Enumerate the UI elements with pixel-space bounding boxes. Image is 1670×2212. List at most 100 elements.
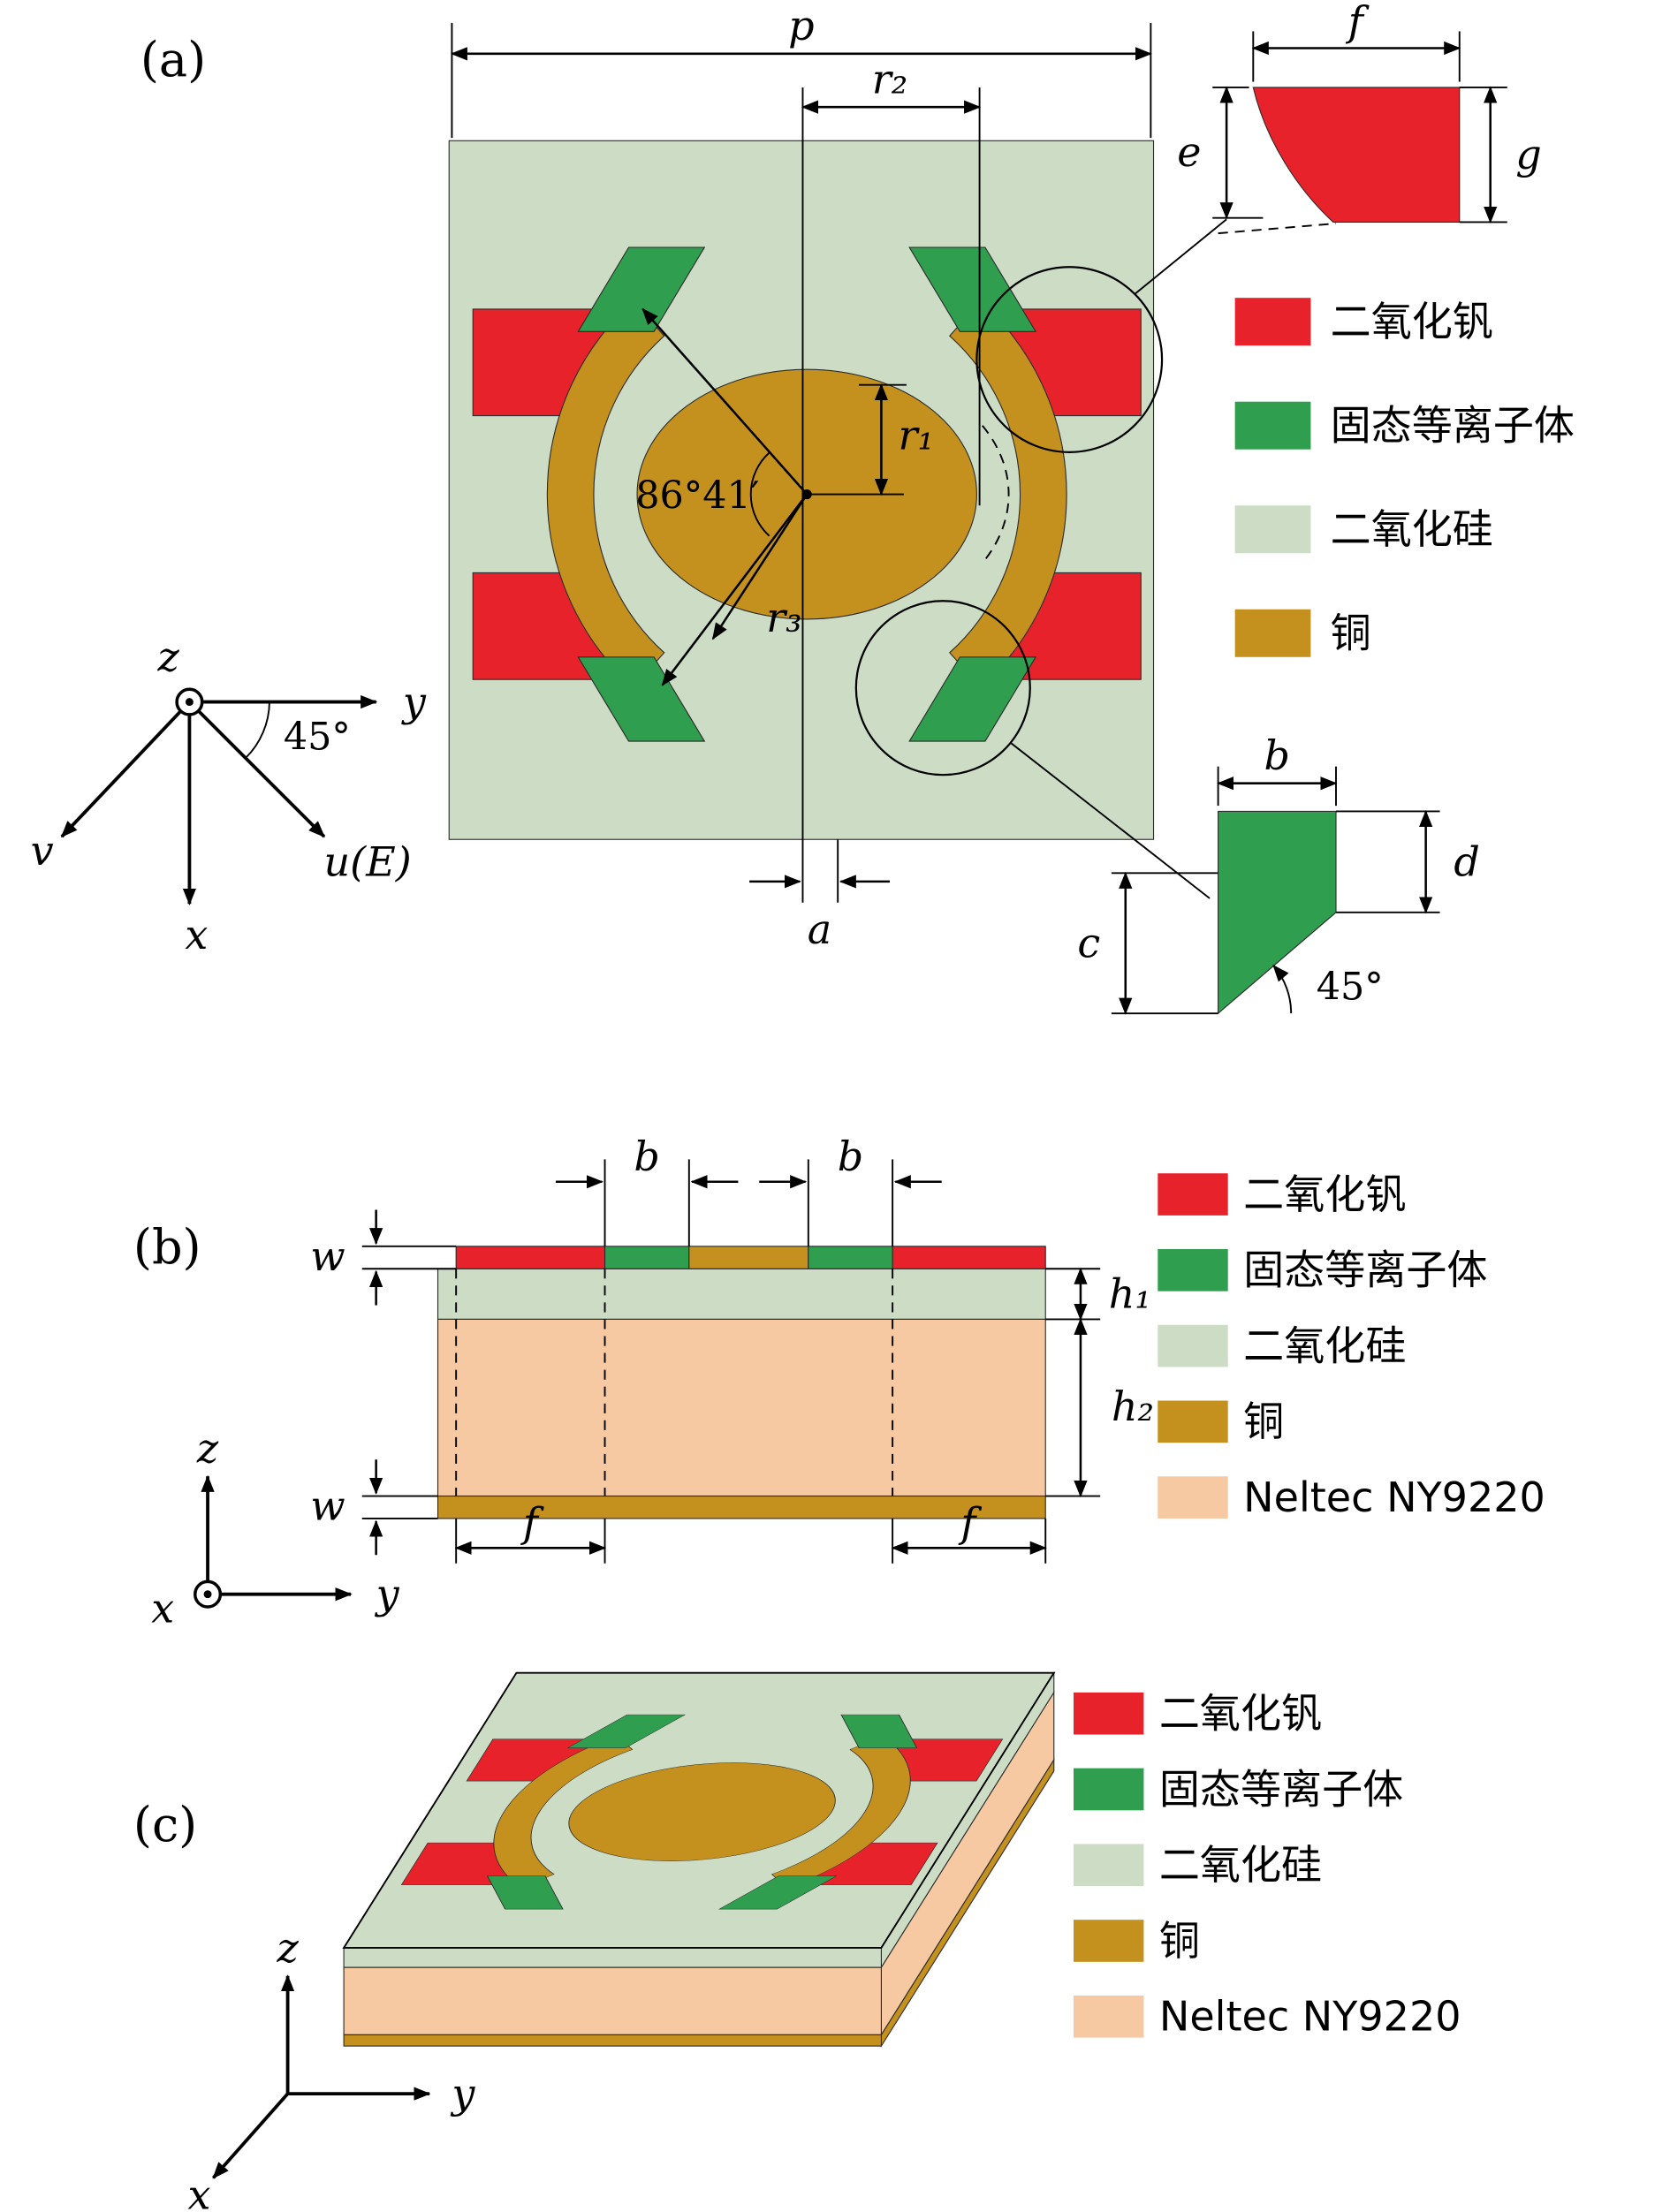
- legend-swatch-cu: [1234, 609, 1311, 657]
- legend-label-cu: 铜: [1159, 1917, 1200, 1965]
- legend-label-cu: 铜: [1331, 610, 1371, 657]
- legend-item-neltec: Neltec NY9220: [1158, 1473, 1545, 1521]
- dim-a-label: a: [808, 905, 831, 953]
- dim-angle-center: 86°41′: [635, 307, 812, 686]
- dim-b-left: b: [555, 1133, 739, 1246]
- legend-item-vo2: 二氧化钒: [1074, 1690, 1322, 1738]
- callout-leader-vo2: [1135, 218, 1227, 295]
- dim-e-label: e: [1177, 128, 1201, 176]
- radius-line-upper: [641, 307, 808, 496]
- legend-swatch-plasma: [1158, 1249, 1228, 1292]
- axis-y-label: y: [375, 1571, 400, 1618]
- legend-item-neltec: Neltec NY9220: [1074, 1993, 1461, 2041]
- axis-angle-label: 45°: [284, 716, 351, 760]
- legend-item-plasma: 固态等离子体: [1158, 1246, 1487, 1294]
- legend-item-vo2: 二氧化钒: [1234, 298, 1493, 346]
- legend-swatch-vo2: [1234, 298, 1311, 346]
- legend-label-sio2: 二氧化硅: [1331, 505, 1493, 553]
- angle-45-label: 45°: [1317, 965, 1384, 1009]
- panel-c: (c) z y x 二氧化钒 固态等离子体 二氧化硅 铜: [133, 1670, 1461, 2212]
- callout-circle-vo2: [975, 266, 1164, 453]
- dim-p: p: [450, 2, 1152, 139]
- legend-swatch-plasma: [1234, 401, 1311, 450]
- legend-label-neltec: Neltec NY9220: [1159, 1993, 1461, 2041]
- legend-item-cu: 铜: [1158, 1398, 1284, 1445]
- legend-a: 二氧化钒 固态等离子体 二氧化硅 铜: [1234, 298, 1575, 657]
- axis-z-label: z: [156, 633, 179, 681]
- axes-a: z y 45° v u(E) x: [31, 633, 427, 958]
- dim-p-label: p: [788, 2, 814, 49]
- dim-line: [711, 493, 808, 640]
- copper-strip-center: [688, 1246, 809, 1269]
- axis-angle-arc: [245, 701, 270, 759]
- legend-item-vo2: 二氧化钒: [1158, 1170, 1406, 1218]
- legend-label-sio2: 二氧化硅: [1243, 1322, 1406, 1369]
- dim-r3: r₃: [711, 493, 808, 641]
- legend-item-sio2: 二氧化硅: [1158, 1322, 1406, 1369]
- legend-c: 二氧化钒 固态等离子体 二氧化硅 铜 Neltec NY9220: [1074, 1690, 1461, 2041]
- angle-arc: [749, 451, 770, 537]
- dim-g-label: g: [1515, 131, 1541, 178]
- copper-ground-layer: [436, 1495, 1046, 1519]
- legend-item-cu: 铜: [1074, 1917, 1200, 1965]
- legend-item-sio2: 二氧化硅: [1074, 1841, 1322, 1889]
- x-axis-dot: [203, 1590, 212, 1599]
- axis-x-label: x: [185, 911, 208, 958]
- legend-label-plasma: 固态等离子体: [1159, 1765, 1403, 1813]
- plasma-strip-right: [808, 1246, 893, 1269]
- dim-b-right-label: b: [838, 1133, 863, 1180]
- dim-c-label: c: [1077, 920, 1100, 967]
- legend-swatch-neltec: [1158, 1476, 1228, 1519]
- legend-label-cu: 铜: [1243, 1398, 1284, 1445]
- neltec-layer: [436, 1318, 1046, 1497]
- legend-swatch-sio2: [1158, 1324, 1228, 1367]
- legend-item-plasma: 固态等离子体: [1234, 401, 1575, 450]
- legend-label-neltec: Neltec NY9220: [1243, 1473, 1545, 1521]
- front-face-sio2: [343, 1947, 882, 1968]
- legend-swatch-neltec: [1074, 1995, 1144, 2038]
- legend-b: 二氧化钒 固态等离子体 二氧化硅 铜 Neltec NY9220: [1158, 1170, 1545, 1521]
- axis-u-label: u(E): [324, 838, 412, 886]
- axis-v: [60, 701, 191, 838]
- plasma-strip-left: [603, 1246, 690, 1269]
- panel-a-label: (a): [140, 32, 206, 87]
- legend-item-cu: 铜: [1234, 609, 1371, 657]
- axis-z-label: z: [196, 1424, 219, 1472]
- dim-w-top: w: [310, 1209, 457, 1306]
- axis-u: [188, 701, 326, 838]
- unit-cell-top-view: [448, 140, 1155, 840]
- dim-h2: h₂: [1045, 1317, 1154, 1498]
- axes-c: z y x: [188, 1924, 476, 2212]
- legend-label-plasma: 固态等离子体: [1331, 402, 1575, 450]
- axis-y-label: y: [450, 2070, 475, 2117]
- axes-b: z y x: [151, 1424, 399, 1632]
- inset-plasma-detail: b d c 45°: [1077, 731, 1480, 1015]
- dim-f-label: f: [1346, 0, 1370, 45]
- legend-label-vo2: 二氧化钒: [1159, 1690, 1322, 1738]
- hidden-edge-dashed-arc: [982, 425, 1010, 564]
- dim-b-right: b: [759, 1133, 942, 1246]
- dim-b-label: b: [1264, 731, 1290, 779]
- dim-r2: r₂: [801, 55, 982, 903]
- dim-w-top-label: w: [310, 1232, 345, 1280]
- dim-b-left-label: b: [634, 1133, 659, 1180]
- legend-label-vo2: 二氧化钒: [1331, 298, 1493, 345]
- callout-circle-plasma: [854, 600, 1031, 776]
- radius-line-lower: [661, 493, 808, 686]
- dim-h1: h₁: [1045, 1267, 1151, 1321]
- legend-label-plasma: 固态等离子体: [1243, 1246, 1487, 1294]
- dim-r2-label: r₂: [872, 55, 907, 102]
- legend-swatch-cu: [1158, 1400, 1228, 1443]
- legend-swatch-plasma: [1074, 1768, 1144, 1811]
- dim-h1-label: h₁: [1109, 1270, 1151, 1318]
- sio2-layer: [436, 1268, 1046, 1320]
- dashed-continuation: [1218, 223, 1337, 235]
- legend-swatch-cu: [1074, 1920, 1144, 1962]
- dim-r1: r₁: [807, 383, 934, 496]
- axis-x-label: x: [188, 2170, 211, 2212]
- dim-r3-label: r₃: [766, 594, 801, 641]
- vo2-strip-left: [455, 1246, 606, 1269]
- legend-swatch-vo2: [1158, 1173, 1228, 1216]
